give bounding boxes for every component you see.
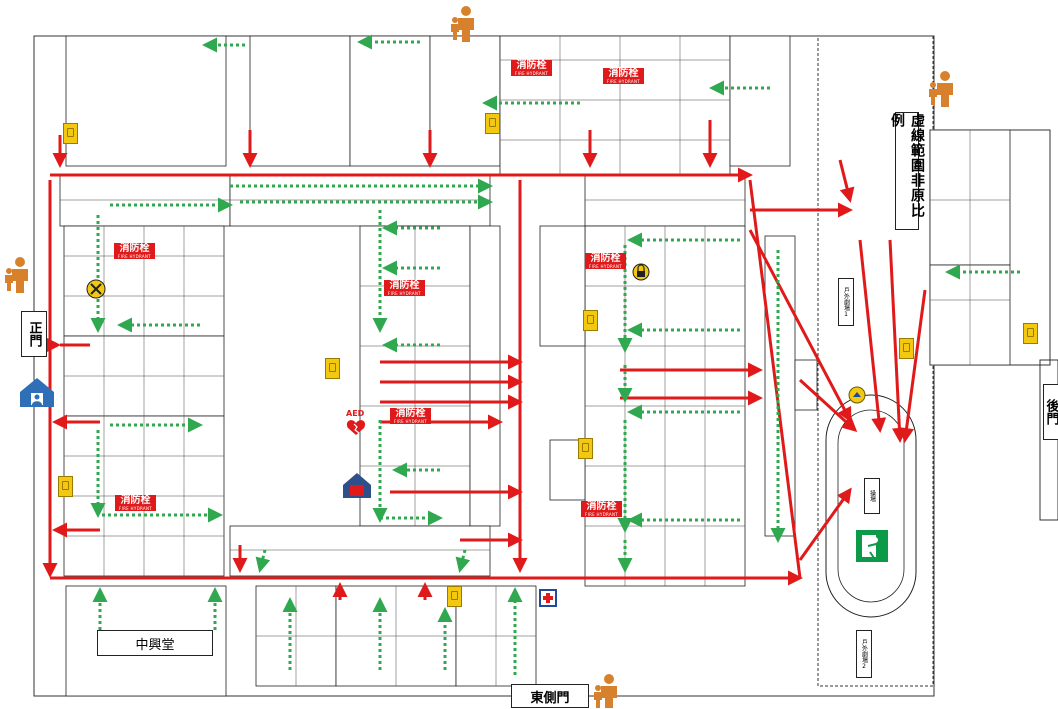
assembly-point-icon — [848, 386, 866, 404]
fire-extinguisher-icon — [447, 586, 462, 607]
hydrant-subtext: FIRE HYDRANT — [589, 263, 622, 269]
hydrant-subtext: FIRE HYDRANT — [607, 78, 640, 84]
person-icon — [594, 674, 617, 708]
playground-label: 操場 — [864, 478, 880, 514]
hydrant-text: 消防栓 — [516, 60, 547, 71]
hydrant-subtext: FIRE HYDRANT — [585, 511, 618, 517]
house-icon — [20, 378, 54, 407]
fire-extinguisher-icon — [58, 476, 73, 497]
hydrant-subtext: FIRE HYDRANT — [118, 253, 151, 259]
hydrant-text: 消防栓 — [586, 501, 617, 512]
person-icon — [5, 257, 28, 293]
fire-extinguisher-icon — [63, 123, 78, 144]
first-aid-icon — [539, 589, 557, 607]
hydrant-text: 消防栓 — [120, 495, 151, 506]
green-dotted-routes — [90, 34, 1020, 675]
lock-icon — [632, 263, 650, 281]
red-evacuation-routes — [42, 120, 927, 600]
fire-extinguisher-icon — [578, 438, 593, 459]
person-icon — [929, 71, 953, 107]
hydrant-text: 消防栓 — [608, 68, 639, 79]
fire-extinguisher-icon — [325, 358, 340, 379]
scale-note-label: 虛線範圍非原比例 — [889, 112, 925, 230]
hydrant-subtext: FIRE HYDRANT — [394, 418, 427, 424]
outdoor-stage-2-label: 戶外劇場2 — [856, 630, 872, 678]
extinguisher-marker-icon — [86, 279, 106, 299]
hydrant-subtext: FIRE HYDRANT — [515, 70, 548, 76]
fire-extinguisher-icon — [583, 310, 598, 331]
main-gate-label: 正門 — [21, 311, 47, 357]
hydrant-text: 消防栓 — [395, 408, 426, 419]
building-blocks — [59, 35, 1011, 697]
aed-label: AED — [346, 409, 365, 418]
house-icon — [343, 473, 371, 498]
hydrant-text: 消防栓 — [119, 243, 150, 254]
emergency-exit-icon — [856, 530, 888, 562]
east-side-gate-label: 東側門 — [511, 684, 589, 708]
outdoor-stage-1-label: 戶外劇場1 — [838, 278, 854, 326]
hydrant-subtext: FIRE HYDRANT — [119, 505, 152, 511]
hydrant-subtext: FIRE HYDRANT — [388, 290, 421, 296]
fire-extinguisher-icon — [1023, 323, 1038, 344]
aed-heart-icon — [346, 420, 366, 435]
rear-gate-label: 後門 — [1043, 384, 1058, 440]
hydrant-text: 消防栓 — [389, 280, 420, 291]
hydrant-text: 消防栓 — [590, 253, 621, 264]
person-icon — [451, 6, 474, 42]
fire-extinguisher-icon — [899, 338, 914, 359]
fire-extinguisher-icon — [485, 113, 500, 134]
zhongxing-hall-label: 中興堂 — [97, 630, 213, 656]
